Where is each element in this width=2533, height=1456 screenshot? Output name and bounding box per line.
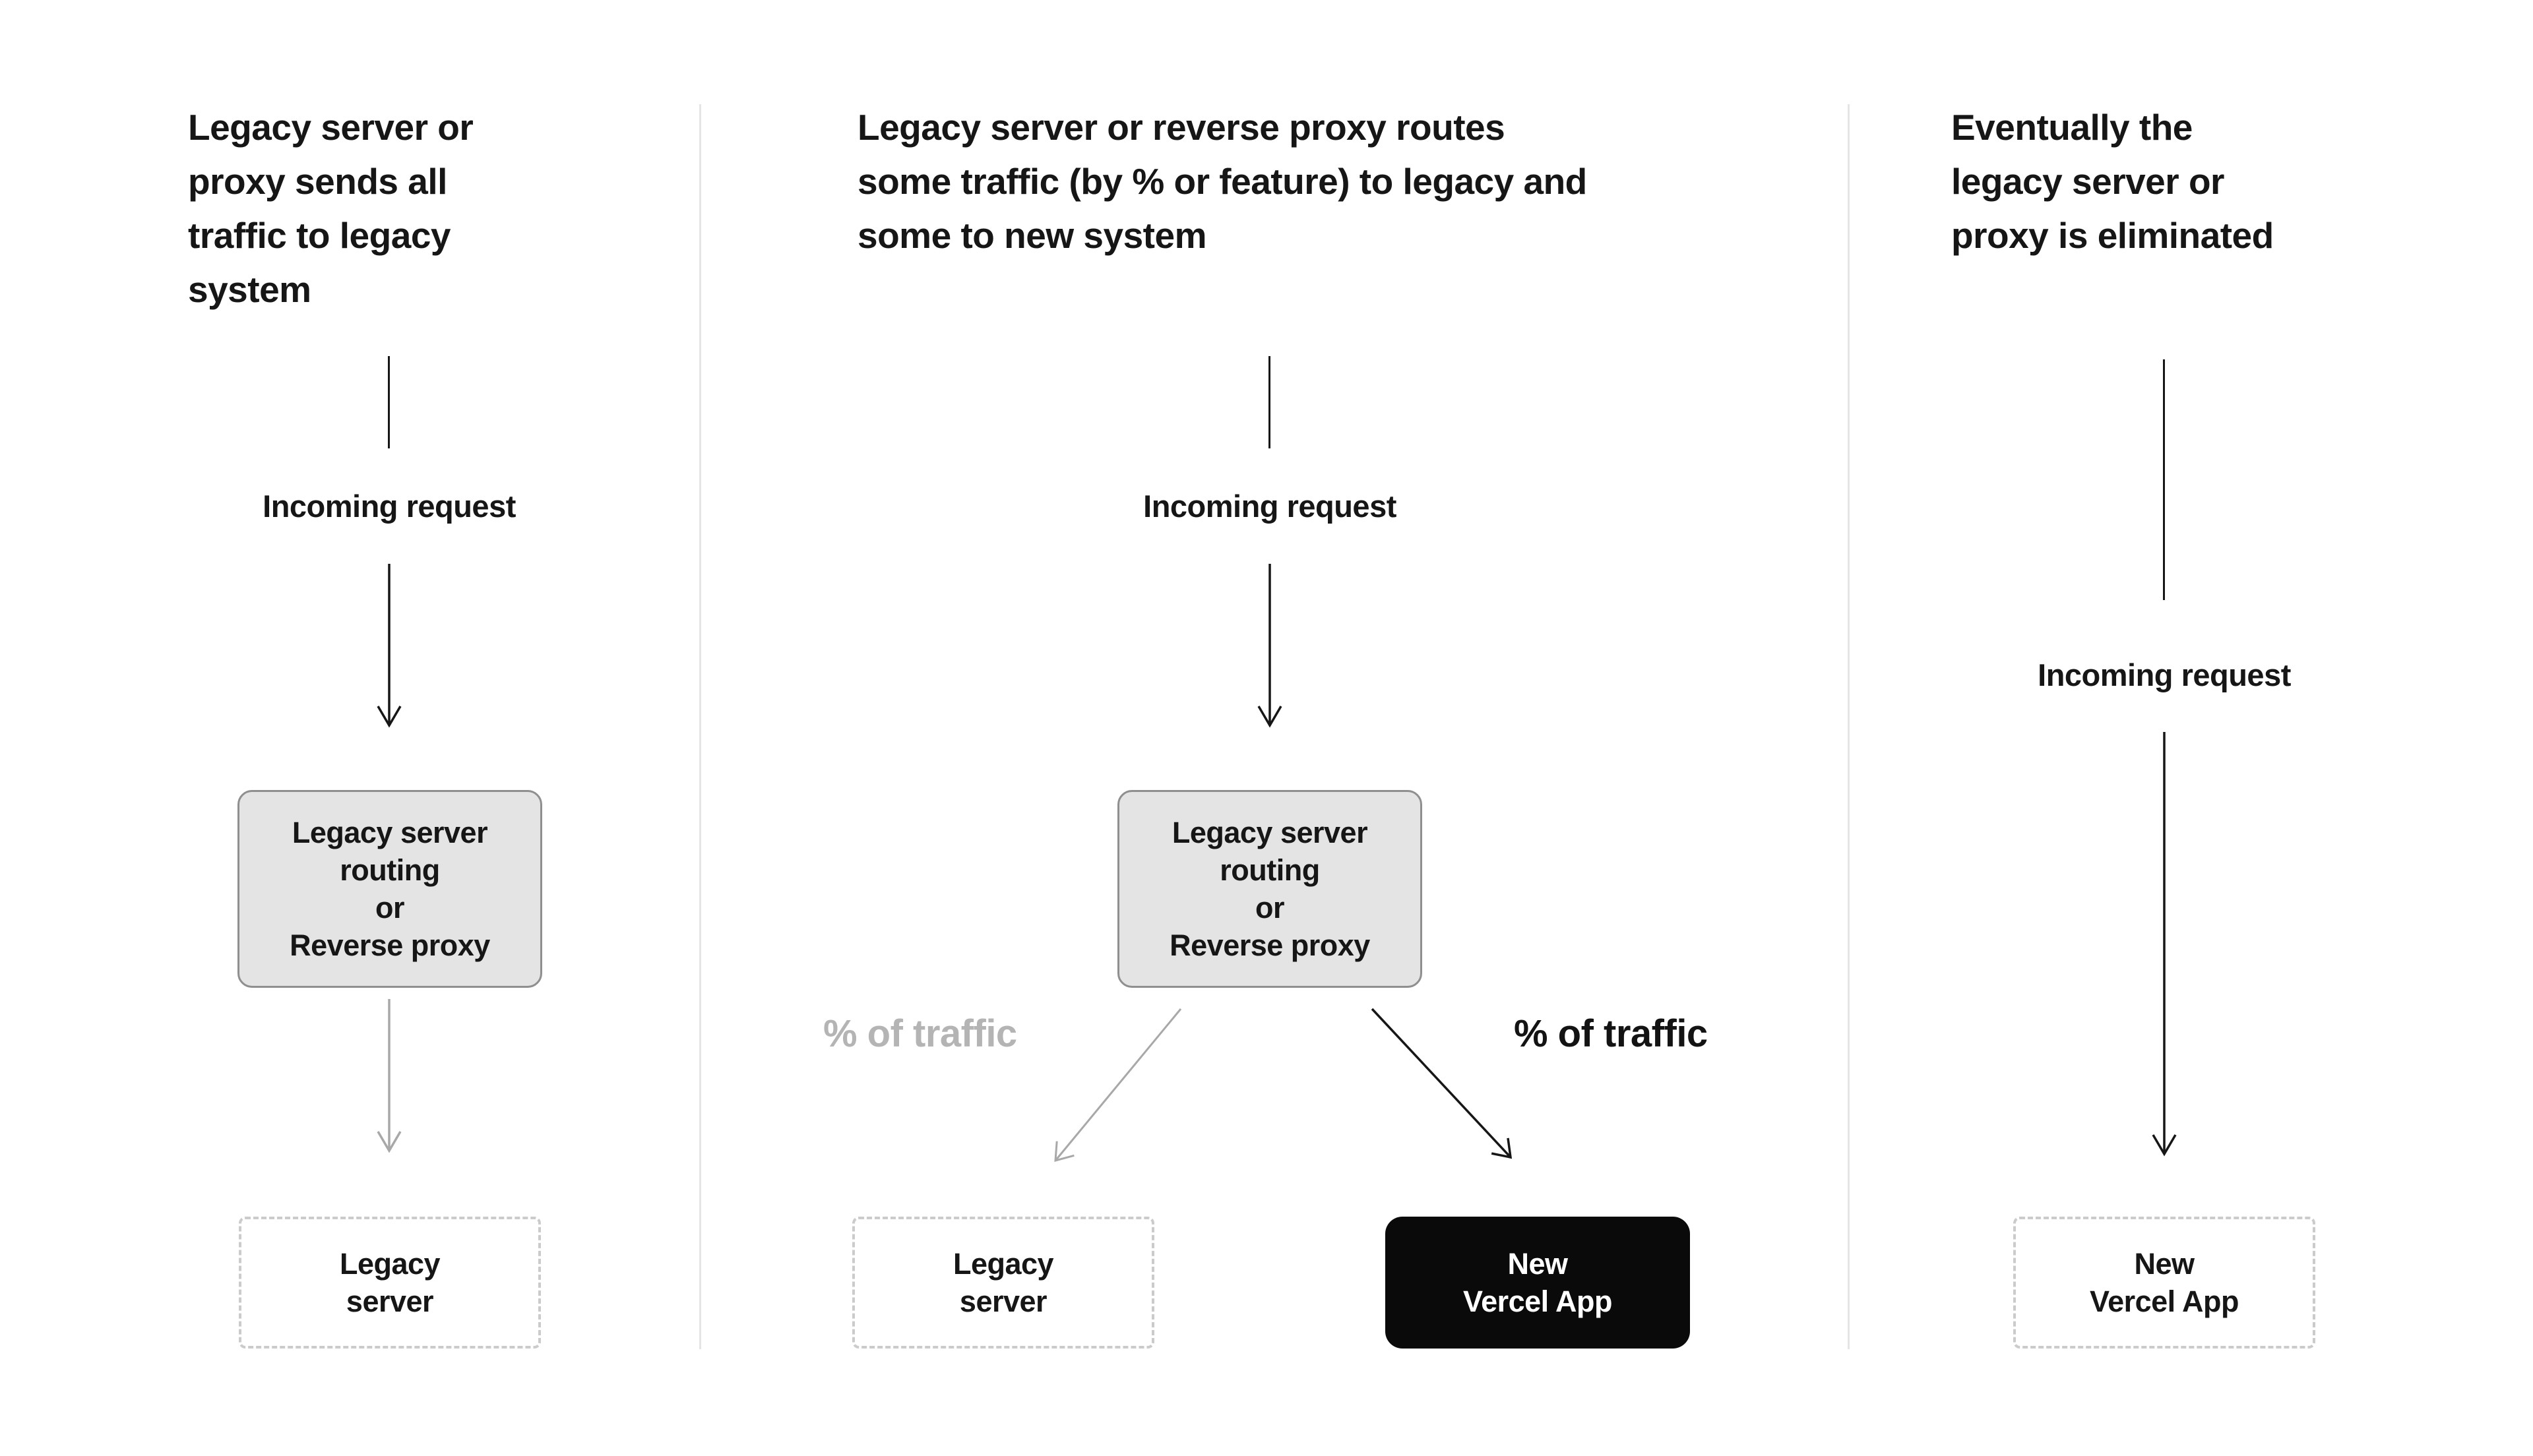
arrow-down-icon bbox=[377, 564, 402, 728]
panel-divider bbox=[1848, 104, 1850, 1349]
title-line: Legacy server or reverse proxy routes bbox=[858, 107, 1505, 148]
arrow-diagonal-left-gray-icon bbox=[1054, 1008, 1182, 1163]
panel-title: Legacy server or proxy sends all traffic… bbox=[188, 100, 474, 317]
panel-divider bbox=[699, 104, 701, 1349]
legacy-server-box: Legacy server bbox=[852, 1217, 1154, 1349]
panel-title: Eventually the legacy server or proxy is… bbox=[1951, 100, 2274, 262]
incoming-request-label: Incoming request bbox=[1143, 489, 1396, 524]
traffic-percent-label-gray: % of traffic bbox=[823, 1012, 1017, 1055]
vercel-box-line: New bbox=[1507, 1247, 1568, 1281]
title-line: Eventually the bbox=[1951, 107, 2193, 148]
vercel-box-line: Vercel App bbox=[1463, 1285, 1612, 1318]
arrow-diagonal-right-icon bbox=[1371, 1008, 1513, 1159]
router-box-line: routing bbox=[1220, 853, 1320, 887]
router-box-line: Legacy server bbox=[292, 816, 488, 849]
router-box-line: or bbox=[1255, 891, 1284, 925]
router-box-line: routing bbox=[340, 853, 440, 887]
title-line: traffic to legacy bbox=[188, 215, 451, 256]
title-line: legacy server or bbox=[1951, 161, 2224, 202]
panel-title: Legacy server or reverse proxy routes so… bbox=[858, 100, 1587, 262]
router-box-line: Reverse proxy bbox=[1170, 928, 1370, 962]
legacy-server-box: Legacy server bbox=[239, 1217, 541, 1349]
router-box: Legacy server routing or Reverse proxy bbox=[237, 790, 542, 988]
router-box-line: Legacy server bbox=[1172, 816, 1368, 849]
legacy-server-box-line: server bbox=[346, 1285, 434, 1318]
title-line: some traffic (by % or feature) to legacy… bbox=[858, 161, 1587, 202]
router-box: Legacy server routing or Reverse proxy bbox=[1117, 790, 1422, 988]
title-line: Legacy server or bbox=[188, 107, 474, 148]
arrow-down-gray-icon bbox=[377, 999, 402, 1153]
router-box-line: or bbox=[375, 891, 404, 925]
router-box-line: Reverse proxy bbox=[290, 928, 490, 962]
flow-line bbox=[388, 356, 390, 448]
title-line: proxy is eliminated bbox=[1951, 215, 2274, 256]
title-line: system bbox=[188, 269, 311, 310]
title-line: proxy sends all bbox=[188, 161, 447, 202]
legacy-server-box-line: Legacy bbox=[953, 1247, 1054, 1281]
title-line: some to new system bbox=[858, 215, 1206, 256]
new-vercel-app-box: New Vercel App bbox=[2013, 1217, 2315, 1349]
legacy-server-box-line: Legacy bbox=[339, 1247, 441, 1281]
legacy-server-box-line: server bbox=[959, 1285, 1048, 1318]
arrow-down-icon bbox=[2152, 732, 2177, 1157]
vercel-box-line: New bbox=[2134, 1247, 2195, 1281]
new-vercel-app-box: New Vercel App bbox=[1385, 1217, 1690, 1349]
incoming-request-label: Incoming request bbox=[2038, 657, 2291, 692]
flow-line bbox=[2163, 359, 2165, 600]
traffic-percent-label-black: % of traffic bbox=[1514, 1012, 1708, 1055]
incoming-request-label: Incoming request bbox=[263, 489, 516, 524]
arrow-down-icon bbox=[1257, 564, 1282, 728]
vercel-box-line: Vercel App bbox=[2090, 1285, 2239, 1318]
flow-line bbox=[1268, 356, 1270, 448]
